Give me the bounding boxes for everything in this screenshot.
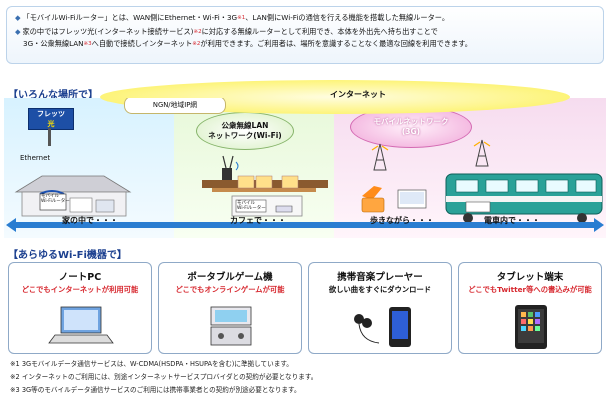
ngn-network-bubble: NGN/地域IP網 [124,98,226,114]
device-title: ポータブルゲーム機 [187,272,273,283]
device-card-game-console: ポータブルゲーム機 どこでもオンラインゲームが可能 [158,262,302,354]
flets-logo: フレッツ 光 [28,108,74,130]
footnote-2: ※2 インターネットのご利用には、別途インターネットサービスプロバイダとの契約が… [10,373,318,381]
music-player-icon [354,307,411,347]
device-card-tablet: タブレット端末 どこでもTwitter等への書込みが可能 [458,262,602,354]
train-illustration [445,173,603,223]
flets-logo-text: フレッツ [37,110,65,118]
section-title-devices: 【あらゆるWi-Fi機器で】 [8,250,127,261]
ngn-label: NGN/地域IP網 [152,101,198,109]
section-title-places: 【いろんな場所で】 [8,90,98,101]
device-subtitle: どこでもTwitter等への書込みが可能 [468,285,592,294]
footnote-1: ※1 3Gモバイルデータ通信サービスは、W-CDMA(HSDPA・HSUPAを含… [10,360,293,368]
device-subtitle: どこでもオンラインゲームが可能 [175,285,285,294]
intro-bullet-2-line-2: 3G・公衆無線LAN※3へ自動で接続しインターネット※2が利用できます。ご利用者… [23,39,472,48]
mobile-network-label: モバイルネットワーク (3G) [373,117,449,136]
device-title: ノートPC [58,272,102,283]
public-wireless-lan-cloud: 公衆無線LAN ネットワーク(Wi-Fi) [196,112,294,150]
cafe-router-label: モバイル Wi-Fiルーター [237,201,266,211]
walking-illustration [361,186,427,213]
timeline-arrow [6,218,604,232]
antenna-tower-icon [371,143,389,171]
intro-box: ◆「モバイルWi-Fiルーター」とは、WAN側にEthernet・Wi-Fi・3… [6,6,604,64]
device-subtitle: 欲しい曲をすぐにダウンロード [328,285,432,294]
public-wireless-lan-label: 公衆無線LAN ネットワーク(Wi-Fi) [208,121,282,140]
device-title: タブレット端末 [496,272,564,283]
place-label-cafe: カフェで・・・ [230,216,286,225]
home-illustration [14,175,132,217]
cafe-illustration [202,155,328,217]
intro-bullet-2: ◆家の中ではフレッツ光(インターネット接続サービス)※2に対応する無線ルーターと… [15,27,438,36]
laptop-icon [48,306,114,344]
antenna-tower-icon [473,139,491,167]
place-label-train: 電車内で・・・ [484,216,540,225]
tablet-icon [515,305,547,349]
intro-bullet-1: ◆「モバイルWi-Fiルーター」とは、WAN側にEthernet・Wi-Fi・3… [15,13,450,22]
usage-scene: NGN/地域IP網 公衆無線LAN ネットワーク(Wi-Fi) モバイルネットワ… [4,98,606,238]
game-console-icon [210,306,252,346]
flets-logo-sub: 光 [47,120,55,128]
ethernet-label: Ethernet [20,154,51,162]
device-card-laptop: ノートPC どこでもインターネットが利用可能 [8,262,152,354]
place-label-home: 家の中で・・・ [62,216,118,225]
bullet-icon: ◆ [15,27,21,36]
device-card-music-player: 携帯音楽プレーヤー 欲しい曲をすぐにダウンロード [308,262,452,354]
footnote-3: ※3 3G等のモバイルデータ通信サービスのご利用には携帯事業者との契約が別途必要… [10,386,301,394]
device-subtitle: どこでもインターネットが利用可能 [21,285,139,294]
place-label-walking: 歩きながら・・・ [370,216,434,225]
flets-pole [48,128,51,146]
bullet-icon: ◆ [15,13,21,22]
home-router-label: モバイル Wi-Fiルーター [41,194,70,204]
internet-label: インターネット [330,90,386,99]
device-title: 携帯音楽プレーヤー [337,272,423,283]
